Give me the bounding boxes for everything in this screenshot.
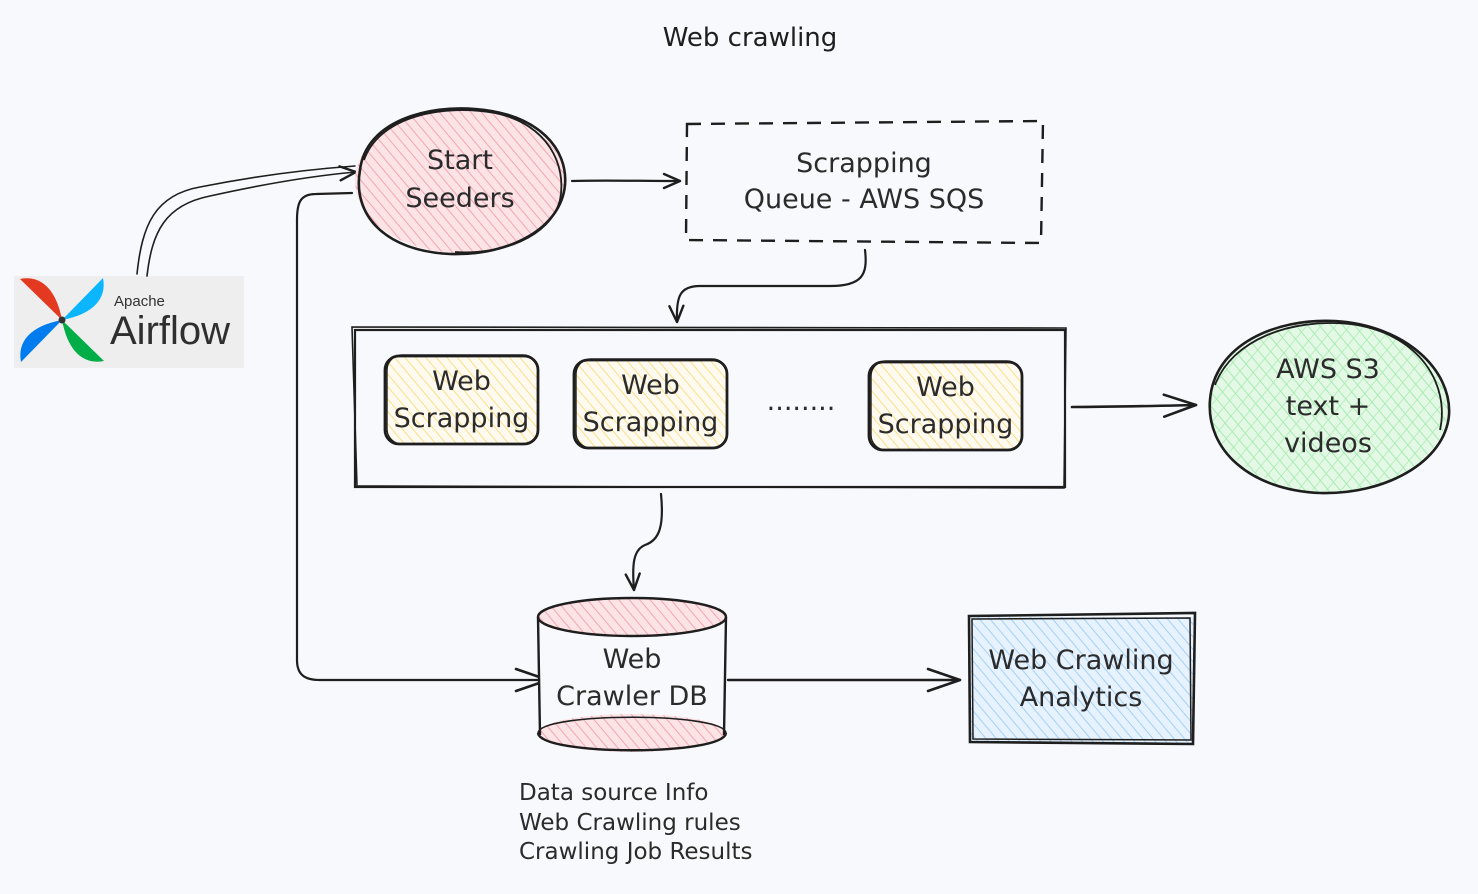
airflow-logo-background — [14, 276, 244, 368]
airflow-logo-apache: Apache — [114, 293, 165, 310]
worker-2-label-line1: Web — [621, 370, 680, 401]
airflow-logo-name: Airflow — [110, 309, 230, 353]
node-aws-s3: AWS S3 text + videos — [1208, 319, 1451, 495]
db-label-line1: Web — [603, 644, 662, 675]
worker-1-label-line2: Scrapping — [394, 403, 530, 434]
db-label-line2: Crawler DB — [556, 681, 708, 712]
airflow-pinwheel-icon — [20, 278, 104, 362]
s3-label-line3: videos — [1284, 428, 1372, 459]
queue-label-line1: Scrapping — [796, 148, 932, 179]
s3-label-line2: text + — [1286, 391, 1371, 422]
analytics-label-line2: Analytics — [1020, 682, 1143, 713]
worker-3-label-line2: Scrapping — [878, 409, 1014, 440]
seeders-label-line2: Seeders — [405, 183, 514, 214]
s3-label-line1: AWS S3 — [1276, 354, 1380, 385]
arrow-seeders-to-db-loop — [295, 191, 550, 693]
worker-3-label-line1: Web — [916, 372, 975, 403]
node-web-crawler-db: Web Crawler DB — [536, 596, 728, 754]
arrow-airflow-to-seeders — [136, 165, 358, 277]
db-notes: Data source Info Web Crawling rules Craw… — [519, 780, 753, 865]
airflow-logo: Apache Airflow — [14, 276, 244, 368]
queue-label-line2: Queue - AWS SQS — [744, 184, 985, 215]
db-note-line1: Data source Info — [519, 780, 708, 806]
db-note-line3: Crawling Job Results — [519, 839, 753, 865]
node-web-crawling-analytics: Web Crawling Analytics — [967, 611, 1197, 746]
worker-container — [351, 326, 1067, 489]
seeders-label-line1: Start — [427, 145, 493, 176]
node-scrapping-queue: Scrapping Queue - AWS SQS — [684, 119, 1045, 245]
worker-2-label-line2: Scrapping — [583, 407, 719, 438]
diagram-title: Web crawling — [663, 23, 838, 53]
worker-1-label-line1: Web — [432, 366, 491, 397]
db-note-line2: Web Crawling rules — [519, 810, 741, 836]
node-start-seeders: Start Seeders — [355, 107, 567, 256]
workers-ellipsis: ........ — [767, 386, 836, 417]
arrow-queue-to-workers — [668, 248, 867, 324]
arrow-workers-to-db — [624, 492, 663, 592]
arrow-workers-to-s3 — [1070, 393, 1198, 418]
analytics-label-line1: Web Crawling — [988, 645, 1173, 676]
